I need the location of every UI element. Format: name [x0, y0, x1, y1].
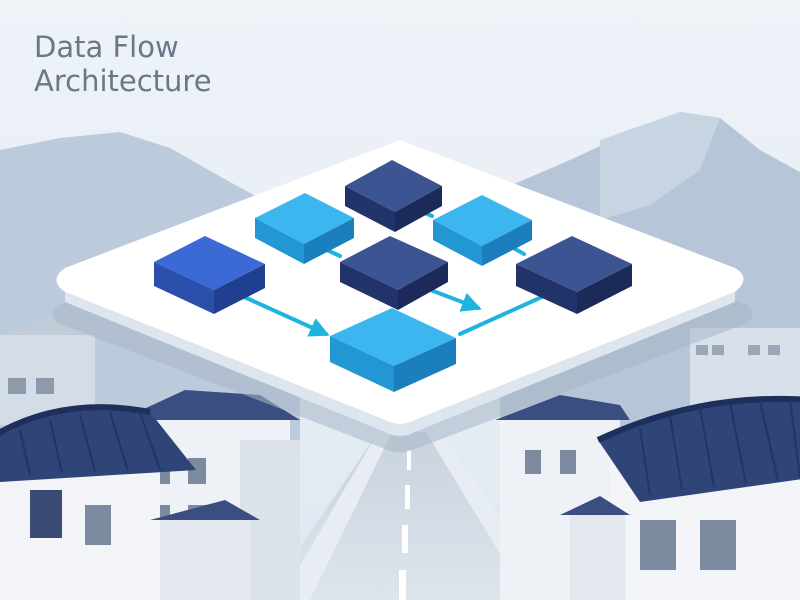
page-title: Data Flow Architecture: [34, 30, 212, 98]
houses-right: [495, 395, 800, 600]
connection-n4-n7: [240, 294, 330, 337]
distant-buildings: [0, 318, 800, 425]
title-line-2: Architecture: [34, 64, 212, 98]
connection-n6-n7: [458, 294, 546, 336]
node-n6: [516, 236, 632, 314]
road: [265, 432, 560, 600]
node-n5: [340, 236, 448, 310]
node-n2: [255, 193, 354, 264]
houses-left: [0, 390, 300, 600]
mountain-right-shade: [600, 112, 720, 220]
node-n7: [330, 308, 456, 392]
node-n4: [154, 236, 265, 314]
node-n1: [345, 160, 442, 232]
title-line-1: Data Flow: [34, 30, 179, 64]
node-n3: [433, 195, 532, 266]
